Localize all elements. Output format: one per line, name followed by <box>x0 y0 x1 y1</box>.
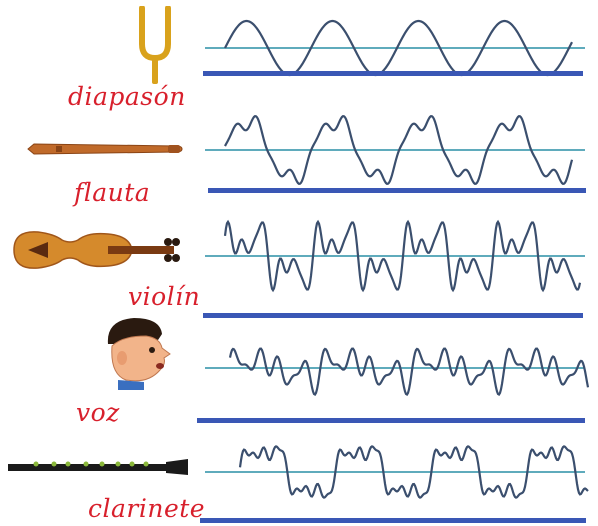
waveform-clarinete <box>200 432 590 518</box>
flute-icon <box>26 140 186 162</box>
waveform-violin <box>200 204 590 294</box>
row-clarinete: clarinete <box>0 420 598 526</box>
row-flauta: flauta <box>0 100 598 200</box>
separator-line <box>200 518 586 523</box>
clarinet-icon <box>6 456 192 482</box>
instrument-label: violín <box>128 282 200 311</box>
waveform-diapason <box>200 8 590 80</box>
separator-line <box>208 188 586 193</box>
face-icon <box>100 314 180 394</box>
tuning-fork-icon <box>138 6 172 90</box>
violin-icon <box>8 224 190 280</box>
waveform-flauta <box>200 108 590 190</box>
instrument-label: clarinete <box>88 494 205 523</box>
waveform-voz <box>200 338 590 408</box>
separator-line <box>203 71 583 76</box>
row-voz: voz <box>0 310 598 410</box>
row-diapason: diapasón <box>0 0 598 100</box>
row-violin: violín <box>0 200 598 310</box>
